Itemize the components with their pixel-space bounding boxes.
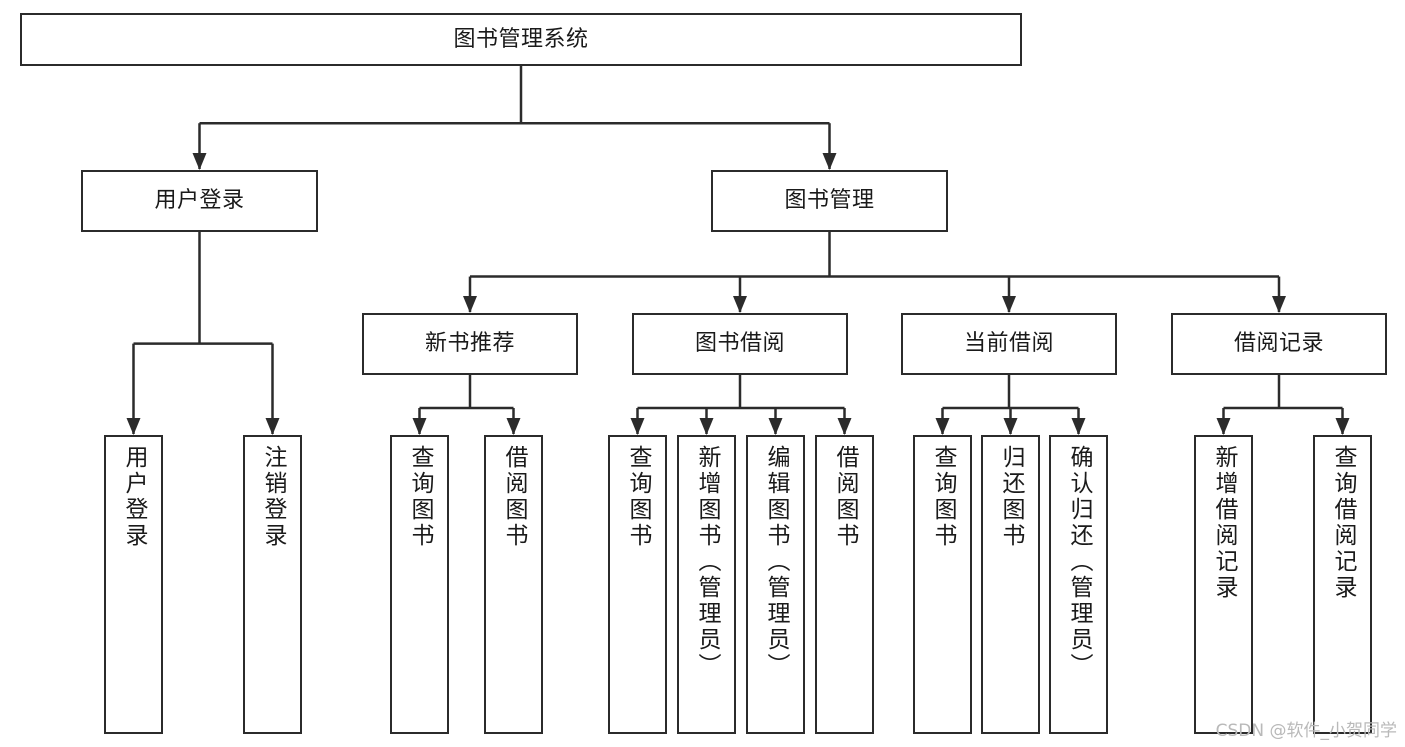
node-leaf-c-confirm[interactable]: 确认归还（管理员） [1049, 435, 1108, 734]
arrowhead-icon [1272, 296, 1286, 313]
node-label: 图书管理系统 [453, 26, 589, 52]
node-label: 确认归还（管理员） [1066, 445, 1092, 679]
node-label: 借阅记录 [1233, 331, 1324, 357]
node-label: 图书借阅 [694, 331, 785, 357]
node-label: 查询图书 [625, 445, 651, 549]
node-label: 用户登录 [154, 188, 245, 214]
arrowhead-icon [822, 153, 837, 170]
node-leaf-nb-query[interactable]: 查询图书 [390, 435, 449, 734]
arrowhead-icon [1216, 418, 1231, 435]
node-label: 新增借阅记录 [1211, 445, 1237, 601]
arrowhead-icon [733, 296, 747, 313]
node-leaf-b-edit[interactable]: 编辑图书（管理员） [746, 435, 805, 734]
node-login[interactable]: 用户登录 [81, 170, 318, 232]
node-leaf-b-query[interactable]: 查询图书 [608, 435, 667, 734]
node-leaf-b-borrow[interactable]: 借阅图书 [815, 435, 874, 734]
node-leaf-r-query[interactable]: 查询借阅记录 [1313, 435, 1372, 734]
node-leaf-c-return[interactable]: 归还图书 [981, 435, 1040, 734]
node-label: 借阅图书 [832, 445, 858, 549]
arrowhead-icon [630, 418, 645, 435]
node-borrow[interactable]: 图书借阅 [632, 313, 848, 375]
arrowhead-icon [506, 418, 521, 435]
node-label: 当前借阅 [963, 331, 1054, 357]
node-leaf-logout[interactable]: 注销登录 [243, 435, 302, 734]
arrowhead-icon [192, 153, 207, 170]
node-current[interactable]: 当前借阅 [901, 313, 1117, 375]
node-records[interactable]: 借阅记录 [1171, 313, 1387, 375]
arrowhead-icon [412, 418, 427, 435]
arrowhead-icon [1002, 296, 1016, 313]
watermark-label: CSDN @软件_小贺同学 [1215, 721, 1397, 741]
arrowhead-icon [1003, 418, 1018, 435]
node-label: 图书管理 [784, 188, 875, 214]
arrowhead-icon [1335, 418, 1350, 435]
node-label: 借阅图书 [501, 445, 527, 549]
node-newbook[interactable]: 新书推荐 [362, 313, 578, 375]
node-label: 新书推荐 [424, 331, 515, 357]
node-label: 查询图书 [930, 445, 956, 549]
node-label: 查询图书 [407, 445, 433, 549]
node-leaf-nb-borrow[interactable]: 借阅图书 [484, 435, 543, 734]
arrowhead-icon [1071, 418, 1086, 435]
node-leaf-b-add[interactable]: 新增图书（管理员） [677, 435, 736, 734]
node-leaf-login[interactable]: 用户登录 [104, 435, 163, 734]
arrowhead-icon [768, 418, 783, 435]
node-bookmgmt[interactable]: 图书管理 [711, 170, 948, 232]
node-root[interactable]: 图书管理系统 [20, 13, 1022, 66]
node-leaf-r-add[interactable]: 新增借阅记录 [1194, 435, 1253, 734]
node-label: 查询借阅记录 [1330, 445, 1356, 601]
arrowhead-icon [837, 418, 852, 435]
node-label: 用户登录 [121, 445, 147, 549]
arrowhead-icon [935, 418, 950, 435]
node-label: 注销登录 [260, 445, 286, 549]
arrowhead-icon [463, 296, 477, 313]
arrowhead-icon [126, 418, 141, 435]
node-label: 编辑图书（管理员） [763, 445, 789, 679]
node-leaf-c-query[interactable]: 查询图书 [913, 435, 972, 734]
node-label: 新增图书（管理员） [694, 445, 720, 679]
arrowhead-icon [699, 418, 714, 435]
arrowhead-icon [265, 418, 280, 435]
node-label: 归还图书 [998, 445, 1024, 549]
